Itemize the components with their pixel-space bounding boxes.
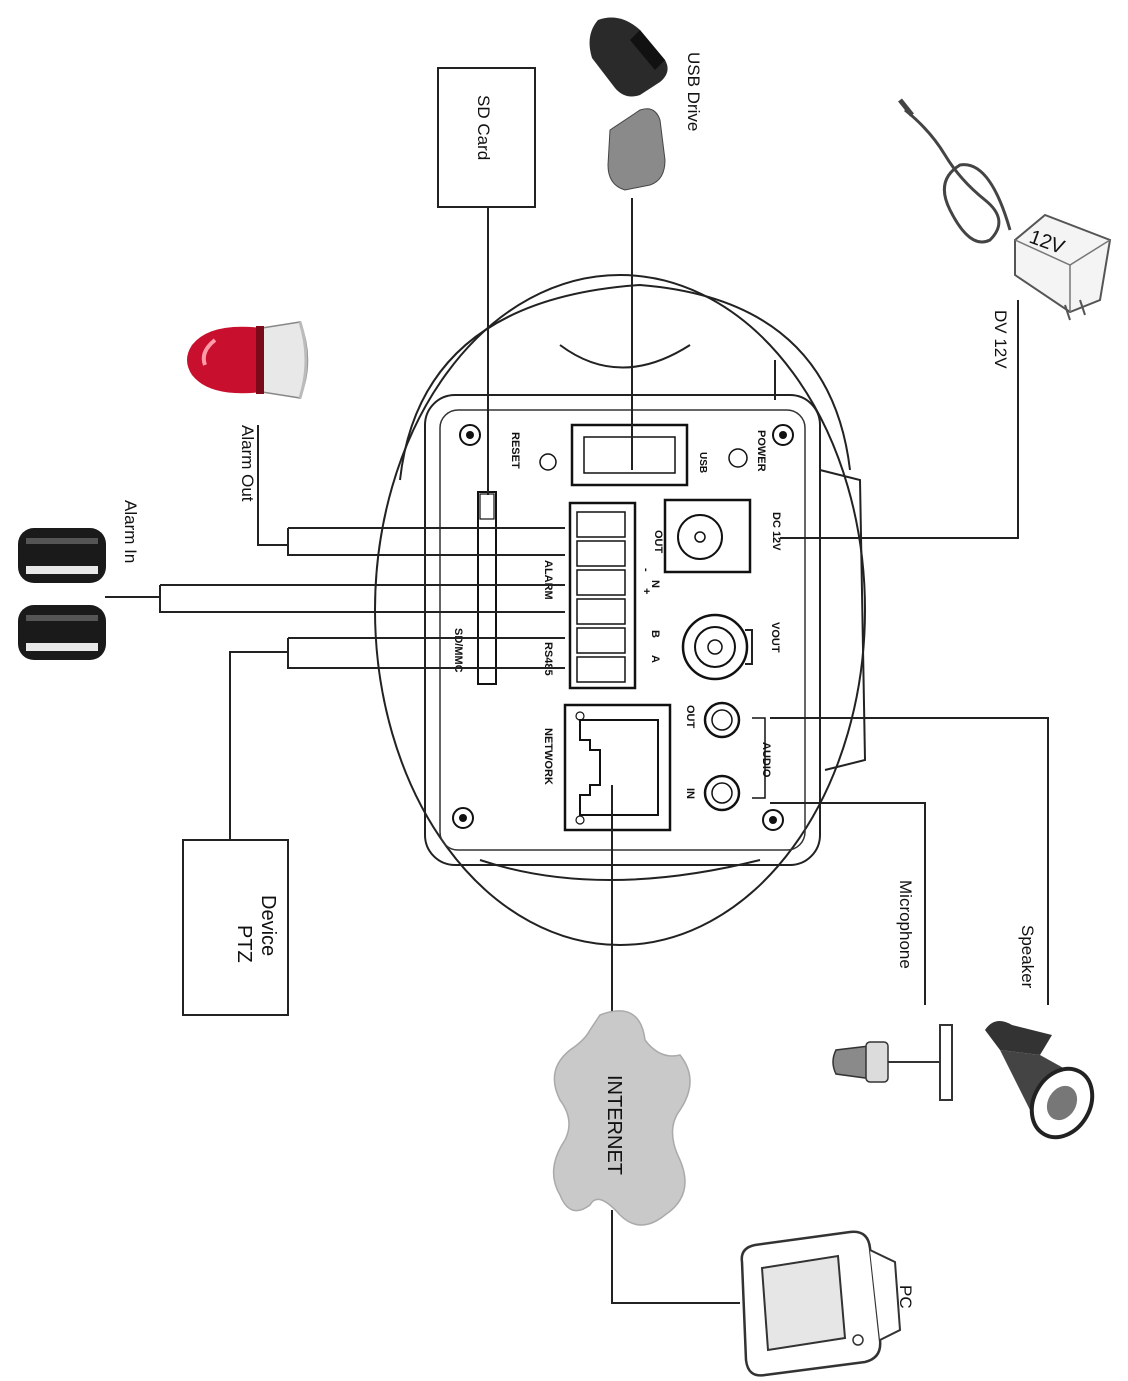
- panel-label-usb: USB: [697, 452, 708, 473]
- camera-bottom-curve: [479, 859, 761, 881]
- alarm-out-label: Alarm Out: [238, 425, 257, 502]
- panel-label-pin-a: A: [649, 655, 661, 663]
- ptz-cable: [287, 637, 565, 669]
- usb-drive-icon: [589, 17, 668, 191]
- camera-side-ridge: [819, 469, 867, 771]
- dc-power-wire: [780, 300, 1019, 539]
- panel-label-vout: VOUT: [769, 622, 781, 653]
- usb-port: [570, 423, 689, 487]
- speaker-label: Speaker: [1018, 925, 1037, 989]
- terminal-block: [568, 501, 637, 690]
- rj45-socket-icon: [579, 719, 659, 816]
- panel-label-plus: +: [640, 588, 652, 594]
- panel-label-reset: RESET: [509, 432, 521, 469]
- pc-label: PC: [896, 1285, 915, 1309]
- panel-label-alarm-out: OUT: [652, 530, 664, 554]
- panel-label-audio-in: IN: [684, 788, 696, 799]
- panel-label-power: POWER: [755, 430, 767, 472]
- panel-screw-icon: [459, 424, 481, 446]
- panel-label-network: NETWORK: [542, 728, 554, 785]
- ptz-device-box: [182, 839, 289, 1016]
- pc-wire: [611, 1210, 740, 1304]
- sd-card-label: SD Card: [474, 95, 493, 160]
- alarm-out-wire: [257, 425, 288, 546]
- panel-label-n: N: [649, 580, 661, 588]
- panel-label-audio: AUDIO: [760, 742, 772, 778]
- panel-label-audio-out: OUT: [684, 705, 696, 729]
- sd-card-box: [437, 67, 536, 208]
- panel-label-dc12v: DC 12V: [770, 512, 782, 551]
- camera-top-curve: [559, 344, 691, 369]
- pc-monitor-icon: [740, 1230, 902, 1377]
- alarm-sensor-icon: [18, 605, 106, 660]
- camera-body: RESET USB POWER SD/MMC ALARM RS485 A B +…: [374, 274, 867, 946]
- panel-label-minus: -: [640, 568, 652, 572]
- alarm-out-cable: [287, 527, 565, 556]
- camera-upper-rim: [399, 283, 851, 481]
- camera-outer-shell: [374, 274, 866, 946]
- camera-back-panel-inner: [439, 409, 806, 851]
- microphone-wire: [770, 802, 926, 1005]
- alarm-in-cable: [159, 584, 565, 613]
- alarm-siren-icon: [187, 321, 309, 399]
- connection-wires: [105, 198, 1049, 1304]
- internet-cloud-icon: [552, 1010, 691, 1226]
- ptz-label-line2: Device: [257, 895, 279, 956]
- panel-label-rs485: RS485: [542, 642, 554, 676]
- dv12v-label: DV 12V: [991, 310, 1010, 369]
- panel-label-pin-b: B: [649, 630, 661, 638]
- network-port: [563, 703, 672, 832]
- panel-screw-icon: [772, 424, 794, 446]
- speaker-icon: [985, 1021, 1095, 1140]
- panel-screw-icon: [762, 809, 784, 831]
- microphone-icon: [832, 1024, 953, 1101]
- ptz-wire: [229, 651, 288, 840]
- alarm-sensor-icon: [18, 528, 106, 583]
- speaker-wire: [770, 717, 1049, 1005]
- panel-label-sd-mmc: SD/MMC: [452, 628, 464, 673]
- microphone-label: Microphone: [896, 880, 915, 969]
- panel-label-alarm: ALARM: [542, 560, 554, 600]
- usb-port-inner: [583, 436, 676, 474]
- camera-back-panel-outer: [424, 394, 821, 866]
- panel-screw-icon: [452, 807, 474, 829]
- ptz-label-line1: PTZ: [233, 925, 255, 963]
- internet-label: INTERNET: [603, 1075, 625, 1175]
- alarm-in-label: Alarm In: [121, 500, 140, 563]
- power-adapter-icon: [898, 98, 1112, 321]
- sd-mmc-slot: [477, 491, 497, 685]
- usb-drive-label: USB Drive: [684, 52, 703, 131]
- power-led-icon: [728, 448, 748, 468]
- reset-button-icon: [539, 453, 557, 471]
